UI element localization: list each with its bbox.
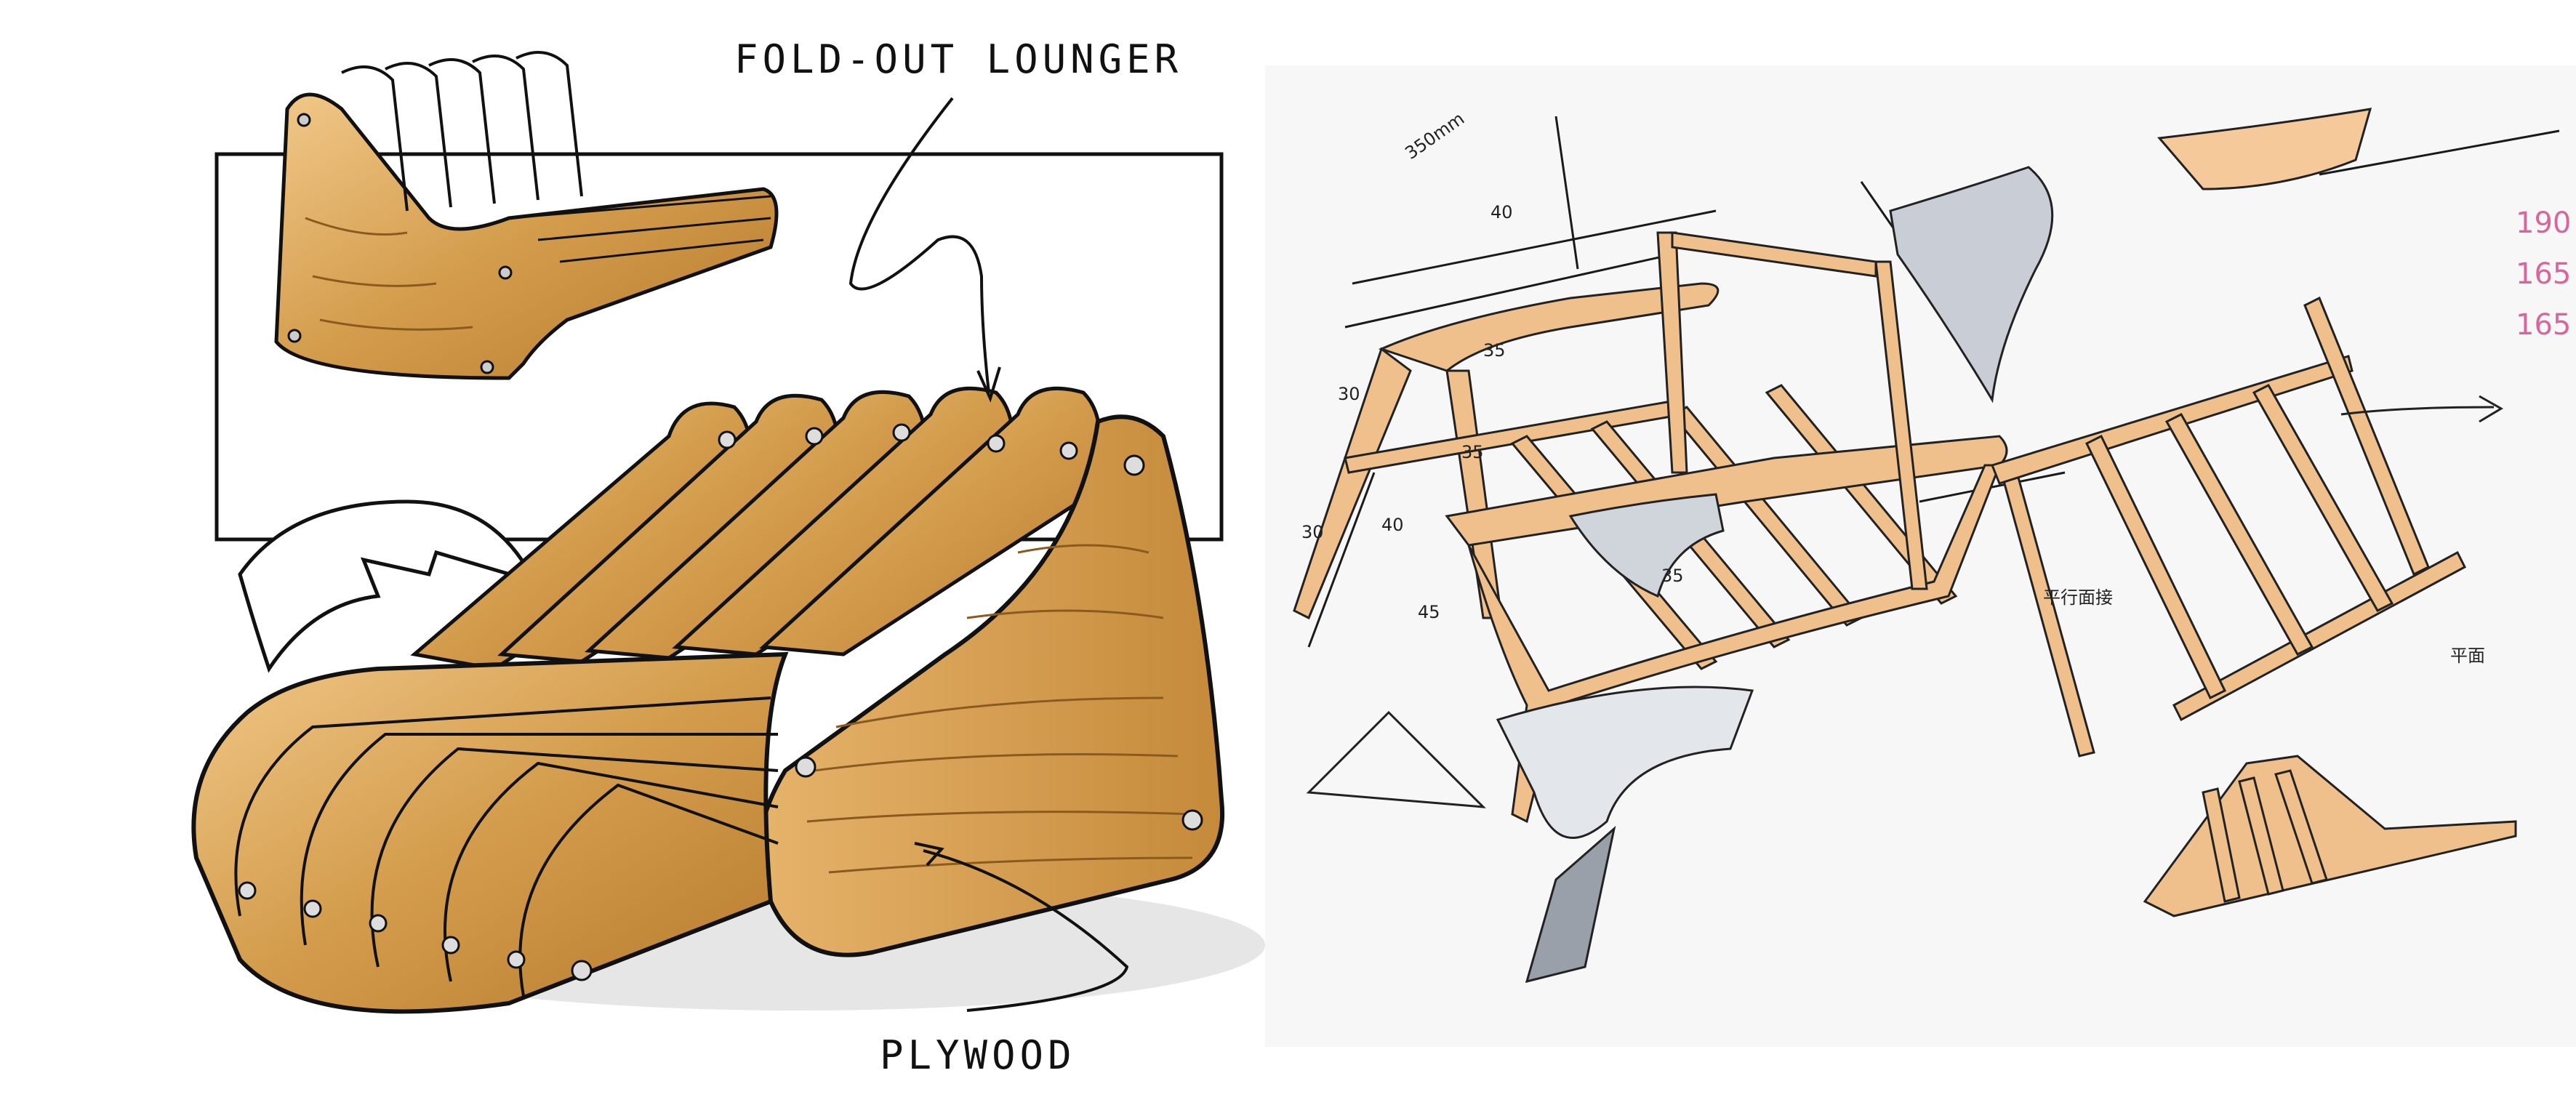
- lounger-sketch: FOLD-OUT LOUNGER PLYWOOD: [191, 36, 1265, 1078]
- annotation: 35: [1461, 442, 1484, 462]
- grey-leg-detail: [1496, 686, 1754, 839]
- title-leader-line: [848, 97, 990, 393]
- chair-frame-detail: [2143, 755, 2517, 917]
- plywood-label: PLYWOOD: [880, 1032, 1076, 1078]
- material-leader-line: [923, 849, 1129, 1012]
- folded-lounger: [274, 51, 779, 380]
- annotation: 平面: [2450, 646, 2485, 666]
- chair-frame-sketch: 350mm 30 30 40 45 35 35 40 35 平行面接 平面 19…: [1293, 108, 2571, 984]
- pink-note: 165: [2516, 308, 2571, 342]
- lounger-title-label: FOLD-OUT LOUNGER: [734, 36, 1182, 82]
- unfolded-lounger: [191, 386, 1225, 1014]
- pink-note: 165: [2516, 257, 2571, 291]
- annotation: 40: [1381, 515, 1404, 535]
- grey-joint-detail: [1568, 493, 1725, 598]
- annotation: 35: [1483, 340, 1506, 361]
- lounger-sketch-panel: FOLD-OUT LOUNGER PLYWOOD: [0, 0, 1265, 1113]
- annotation: 平行面接: [2043, 587, 2113, 608]
- annotation: 35: [1661, 566, 1684, 586]
- annotation: 45: [1418, 602, 1440, 622]
- annotation: 30: [1301, 522, 1324, 542]
- backrest-piece: [2157, 108, 2372, 190]
- annotation: 40: [1490, 202, 1513, 222]
- grey-shell: [1889, 166, 2054, 403]
- annotation: 30: [1338, 384, 1360, 404]
- chair-frame-ladder: [1991, 296, 2466, 722]
- chair-frame-sketch-panel: 350mm 30 30 40 45 35 35 40 35 平行面接 平面 19…: [1265, 65, 2576, 1047]
- pink-note: 190: [2516, 206, 2571, 240]
- annotation: 350mm: [1401, 108, 1468, 164]
